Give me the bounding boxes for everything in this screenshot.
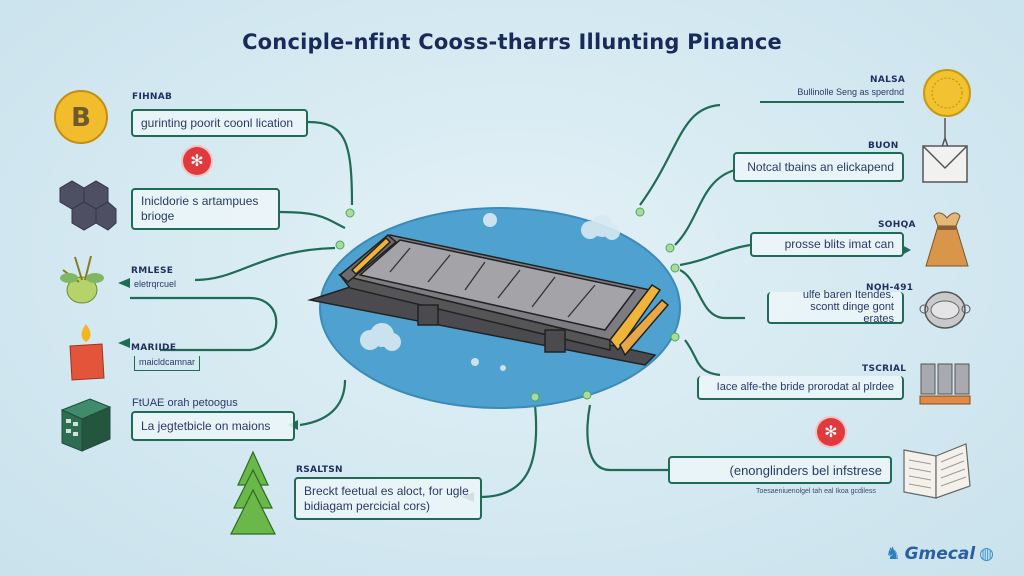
gold-coin-icon — [923, 69, 971, 117]
node-box[interactable]: prosse blits imat can — [750, 232, 904, 257]
node-box[interactable]: Inicldorie s artampues brioge — [131, 188, 280, 230]
alert-badge-icon: ✻ — [183, 147, 211, 175]
node-subtext: Bullinolle Seng as sperdnd — [760, 86, 904, 103]
bridge-icon — [307, 234, 670, 366]
envelope-crane-icon — [922, 118, 968, 183]
node-label: SOHQA — [878, 220, 916, 230]
open-book-icon — [903, 443, 971, 499]
connector-1 — [307, 120, 354, 206]
connector-r1 — [639, 103, 721, 206]
bag-icon — [925, 212, 969, 267]
node-label: MARIIDE — [131, 343, 177, 353]
server-rack-icon — [919, 363, 971, 405]
red-box-icon — [69, 324, 105, 381]
footnote: Toesaeniuenolgel tah eal Ikoa gcdiless — [756, 488, 876, 495]
connector-r2 — [674, 168, 736, 246]
arrow-head — [902, 245, 911, 255]
bitcoin-coin-icon: B — [54, 90, 108, 144]
alert-badge-icon: ✻ — [817, 418, 845, 446]
node-subtext: maicldcamnar — [134, 356, 201, 371]
node-label: BUON — [868, 141, 899, 151]
node-box[interactable]: La jegtetbicle on maions — [131, 411, 295, 441]
logo-figure-icon: ♞ — [885, 544, 901, 564]
node-box[interactable]: Notcal tbains an elickapend — [733, 152, 904, 182]
node-label: NOH-491 — [866, 283, 914, 293]
svg-text:B: B — [71, 103, 91, 133]
node-label: RSALTSN — [296, 465, 343, 475]
node-box[interactable]: gurinting poorit coonl lication — [131, 109, 308, 137]
node-label: NALSA — [870, 75, 906, 85]
hexagon-network-icon — [59, 180, 117, 231]
node-label: TSCRIAL — [862, 364, 907, 374]
node-subtext: eletrqrcuel — [134, 279, 177, 289]
connector-5 — [299, 379, 347, 427]
node-box[interactable]: Iace alfe-the bride prorodat al plrdee — [697, 376, 904, 400]
pot-icon — [919, 291, 971, 329]
logo-globe-icon: ◍ — [979, 544, 994, 564]
connector-r5 — [684, 339, 721, 377]
node-box[interactable]: (enonglinders bel infstrese — [668, 456, 892, 484]
connector-r3 — [679, 243, 751, 267]
arrow-head — [118, 338, 130, 348]
connector-4 — [130, 296, 278, 352]
plant-icon — [60, 255, 104, 304]
connector-2 — [279, 210, 346, 229]
brand-logo: ♞ Gmecal ◍ — [885, 544, 994, 564]
page-title: Conciple-nfint Cooss-tharrs Illunting Pi… — [242, 30, 782, 54]
node-label: FtUAE orah petoogus — [132, 397, 238, 409]
connector-3 — [194, 246, 336, 282]
cloud-icon — [360, 213, 620, 371]
arrow-head — [118, 278, 130, 288]
pine-tree-icon — [230, 450, 276, 535]
green-cabinet-icon — [60, 398, 112, 452]
logo-text: Gmecal — [904, 544, 976, 564]
connector-6 — [479, 404, 538, 499]
node-label: FIHNAB — [132, 92, 173, 102]
connector-r4 — [679, 269, 745, 320]
bridge-illustration — [307, 207, 681, 409]
node-dot-icon — [335, 207, 680, 402]
node-box[interactable]: Breckt feetual es aloct, for ugle bidiag… — [294, 477, 482, 520]
node-box[interactable]: ulfe baren Itendes. scontt dinge gont er… — [767, 289, 904, 325]
connector-r6 — [586, 404, 670, 472]
node-label: RMLESE — [131, 266, 174, 276]
